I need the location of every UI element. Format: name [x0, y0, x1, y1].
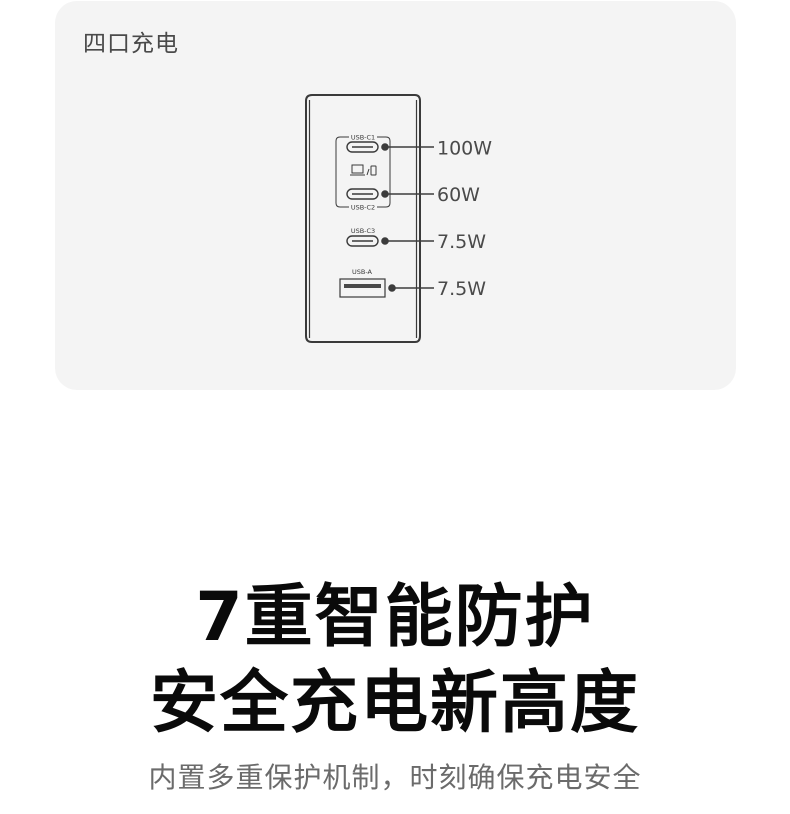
subheadline: 内置多重保护机制，时刻确保充电安全	[148, 761, 642, 794]
charger-body-outline	[305, 94, 421, 343]
port-label-usb-c2: USB-C2	[351, 204, 375, 212]
power-leader-lines	[381, 143, 434, 292]
port-label-usb-a: USB-A	[352, 268, 373, 276]
four-port-charging-card: 四口充电	[55, 1, 736, 390]
power-rating-usb-a: 7.5W	[437, 278, 486, 300]
usb-c2-port	[346, 188, 379, 200]
card-title: 四口充电	[83, 31, 179, 57]
laptop-or-phone-icon	[350, 164, 377, 176]
usb-c1-port	[346, 141, 379, 153]
usb-c1-c2-group-bracket	[335, 136, 391, 208]
usb-c3-port	[346, 235, 379, 247]
headline-line-1: 7重智能防护	[195, 578, 595, 657]
port-label-usb-c3: USB-C3	[351, 227, 375, 235]
port-label-usb-c1: USB-C1	[351, 134, 375, 142]
charger-port-diagram: USB-C1 USB-C2 USB-C3 USB-A	[305, 94, 492, 343]
power-rating-usb-c3: 7.5W	[437, 231, 486, 253]
power-rating-usb-c1: 100W	[437, 138, 492, 160]
power-rating-usb-c2: 60W	[437, 184, 480, 206]
usb-a-port	[339, 278, 386, 298]
headline-line-2: 安全充电新高度	[149, 664, 640, 743]
